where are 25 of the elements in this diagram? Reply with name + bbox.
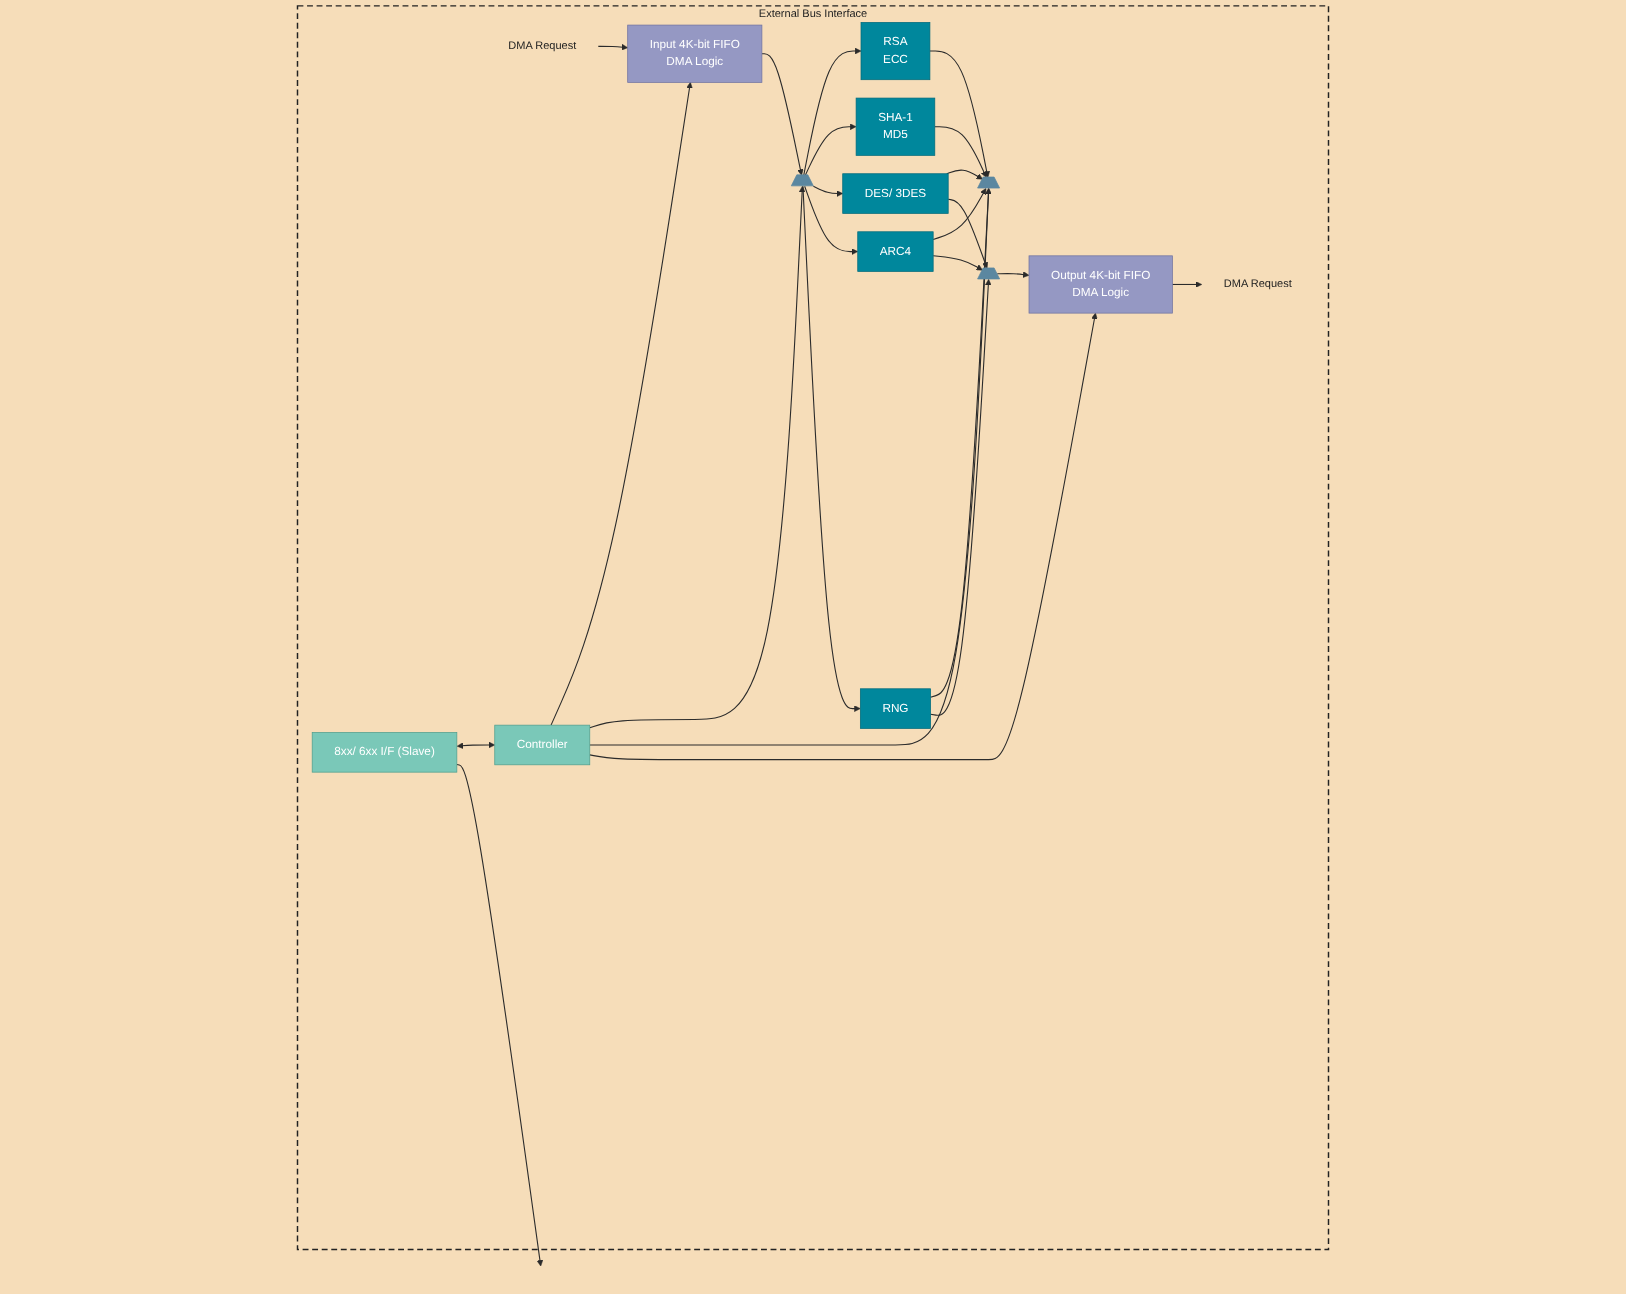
arrow	[804, 185, 859, 255]
multiplexer-symbol	[977, 267, 1000, 280]
arrow	[589, 185, 806, 729]
arrow	[1171, 281, 1203, 288]
arrow	[456, 764, 544, 1267]
arrow	[929, 50, 990, 178]
arrow	[589, 188, 992, 746]
arrow	[550, 82, 693, 726]
arrow	[932, 188, 987, 241]
arrow	[946, 169, 983, 180]
arrow	[802, 185, 861, 712]
arrow	[597, 43, 628, 51]
arrow	[812, 185, 843, 197]
multiplexer-symbol	[977, 176, 1000, 189]
arrow	[996, 271, 1030, 278]
multiplexer-symbol	[790, 174, 814, 187]
arrow	[930, 279, 992, 716]
arrow	[947, 198, 989, 269]
arrow	[456, 741, 496, 749]
arrow	[761, 53, 804, 176]
arrow	[932, 255, 983, 271]
arrow	[803, 47, 862, 176]
arrow	[804, 123, 857, 176]
arrow	[934, 126, 987, 178]
arrow	[589, 312, 1098, 761]
